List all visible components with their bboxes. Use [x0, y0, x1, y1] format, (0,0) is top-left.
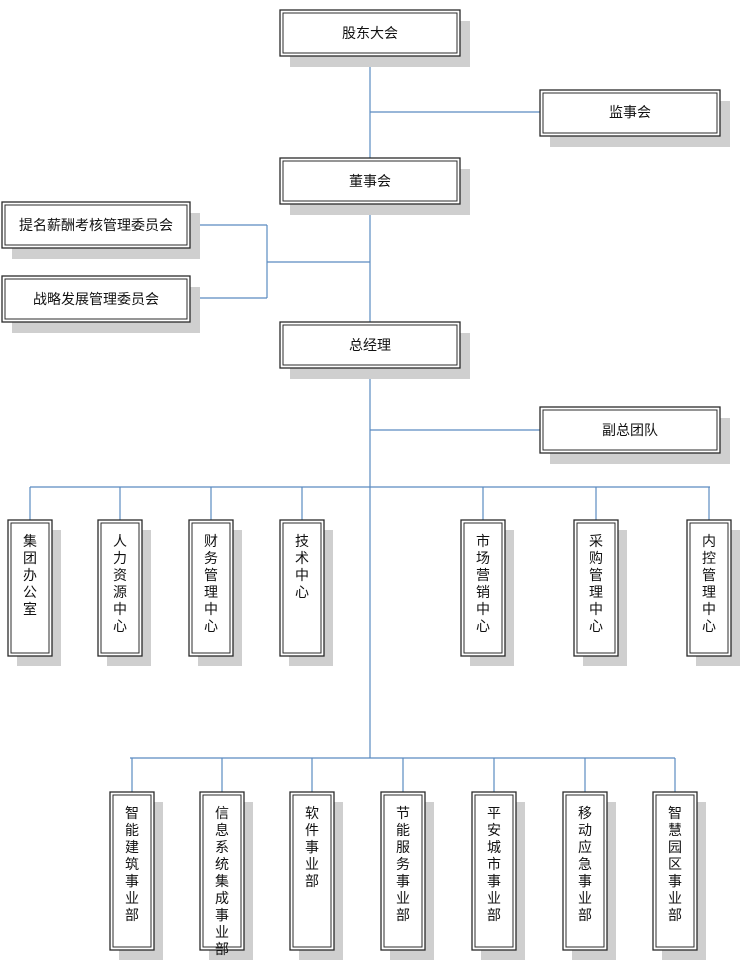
center-box-2: 人力资源中心 [97, 519, 151, 666]
shareholders-box: 股东大会 [279, 9, 470, 67]
center-label-5: 市场营销中心 [476, 533, 490, 635]
unit-box-1: 智能建筑事业部 [109, 791, 163, 960]
center-label-6: 采购管理中心 [589, 534, 603, 635]
board-box: 董事会 [279, 157, 470, 215]
center-box-4: 技术中心 [279, 519, 333, 666]
center-box-1: 集团办公室 [7, 519, 61, 666]
deputy-team-label: 副总团队 [602, 423, 658, 439]
center-label-2: 人力资源中心 [113, 534, 127, 635]
unit-box-3: 软件事业部 [289, 791, 343, 960]
unit-label-1: 智能建筑事业部 [125, 806, 139, 924]
centers-row: 集团办公室 人力资源中心 财务管理中心 技术中心 市场营销中心 采购管理中心 内控管理中心 [7, 519, 740, 666]
center-box-3: 财务管理中心 [188, 519, 242, 666]
supervisors-box: 监事会 [539, 89, 730, 147]
shareholders-label: 股东大会 [342, 26, 398, 42]
unit-box-6: 移动应急事业部 [562, 791, 616, 960]
unit-label-7: 智慧园区事业部 [668, 806, 682, 924]
unit-label-4: 节能服务事业部 [396, 806, 410, 924]
supervisors-label: 监事会 [609, 105, 651, 121]
center-label-3: 财务管理中心 [204, 534, 218, 635]
nomination-committee-box: 提名薪酬考核管理委员会 [1, 201, 200, 259]
unit-box-4: 节能服务事业部 [380, 791, 434, 960]
center-box-7: 内控管理中心 [686, 519, 740, 666]
strategy-committee-box: 战略发展管理委员会 [1, 275, 200, 333]
board-label: 董事会 [349, 174, 391, 190]
center-label-1: 集团办公室 [23, 533, 37, 618]
unit-label-2: 信息系统集成事业部 [215, 806, 229, 958]
unit-box-5: 平安城市事业部 [471, 791, 525, 960]
unit-label-6: 移动应急事业部 [578, 806, 592, 924]
business-units-row: 智能建筑事业部 信息系统集成事业部 软件事业部 节能服务事业部 平安城市事业部 移动应急事… [109, 791, 706, 960]
connector-lines [30, 55, 710, 759]
unit-label-5: 平安城市事业部 [487, 806, 501, 924]
center-label-7: 内控管理中心 [702, 534, 716, 635]
general-manager-box: 总经理 [279, 321, 470, 379]
center-label-4: 技术中心 [295, 534, 309, 601]
unit-box-2: 信息系统集成事业部 [199, 791, 253, 960]
unit-label-3: 软件事业部 [305, 806, 319, 890]
nomination-committee-label: 提名薪酬考核管理委员会 [19, 218, 173, 234]
deputy-team-box: 副总团队 [539, 406, 730, 464]
strategy-committee-label: 战略发展管理委员会 [33, 292, 159, 308]
center-box-6: 采购管理中心 [573, 519, 627, 666]
unit-box-7: 智慧园区事业部 [652, 791, 706, 960]
center-drop-lines [29, 487, 710, 520]
unit-drop-lines [131, 758, 676, 792]
general-manager-label: 总经理 [349, 338, 391, 354]
center-box-5: 市场营销中心 [460, 519, 514, 666]
